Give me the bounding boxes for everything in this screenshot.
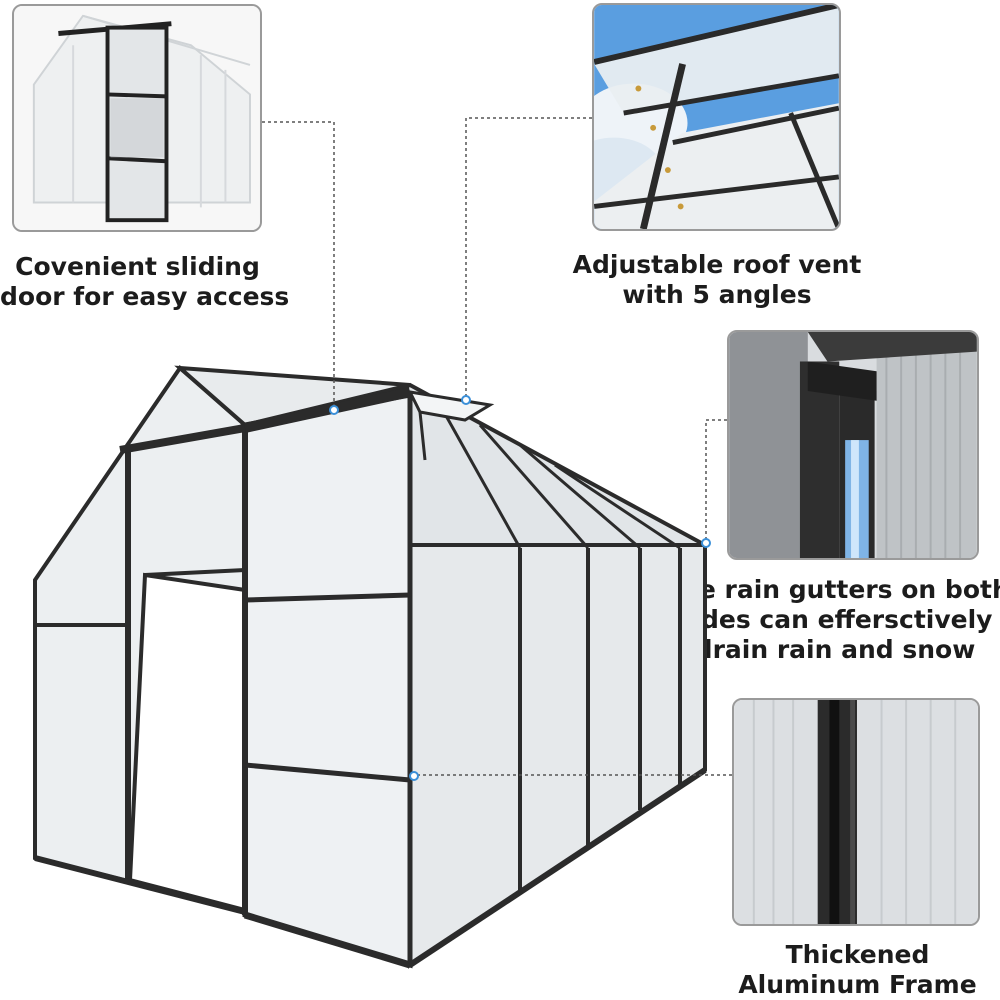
gutter-caption-line-2: sides can effersctively — [677, 605, 993, 634]
frame-caption-line-1: Thickened — [785, 940, 930, 969]
frame-caption-line-2: Aluminum Frame — [738, 970, 977, 999]
greenhouse-illustration — [0, 340, 720, 1000]
rain-gutter-photo — [727, 330, 979, 560]
aluminum-frame-icon — [734, 700, 978, 924]
gutter-caption-line-1: The rain gutters on both — [664, 575, 1000, 604]
sliding-door-photo — [12, 4, 262, 232]
door-caption-line-1: Covenient sliding — [15, 252, 260, 281]
roof-vent-icon — [594, 5, 839, 229]
sliding-door-icon — [14, 6, 260, 230]
vent-caption: Adjustable roof vent with 5 angles — [572, 250, 862, 310]
frame-caption: Thickened Aluminum Frame — [735, 940, 980, 1000]
vent-caption-line-1: Adjustable roof vent — [572, 250, 862, 279]
vent-caption-line-2: with 5 angles — [622, 280, 812, 309]
aluminum-frame-photo — [732, 698, 980, 926]
roof-vent-photo — [592, 3, 841, 231]
door-caption-line-2: door for easy access — [0, 282, 290, 311]
gutter-caption-line-3: drain rain and snow — [694, 635, 976, 664]
gutter-caption: The rain gutters on both sides can effer… — [664, 575, 1000, 665]
rain-gutter-icon — [729, 332, 977, 558]
door-caption: Covenient sliding door for easy access — [0, 252, 290, 312]
greenhouse-icon — [33, 365, 707, 969]
